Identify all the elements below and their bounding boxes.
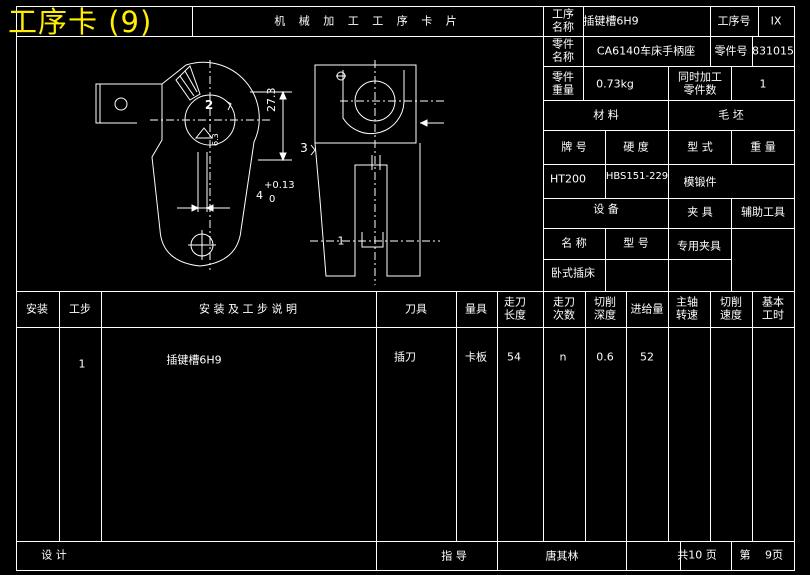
equipment-label: 设 备 xyxy=(593,202,619,216)
footer-guide-label: 指 导 xyxy=(441,549,467,563)
part-name-label: 零件名称 xyxy=(552,37,574,63)
part-no-label: 零件号 xyxy=(714,44,748,58)
table-grid xyxy=(16,6,795,571)
equipment-model-label: 型 号 xyxy=(623,236,649,250)
dim-tol-lower: 0 xyxy=(269,194,276,205)
blank-label: 毛 坯 xyxy=(718,108,744,122)
table-row-cut-depth: 0.6 xyxy=(596,350,614,364)
footer-total-pages: 共10 页 xyxy=(677,548,717,562)
col-header-gauge: 量具 xyxy=(465,302,487,316)
col-header-stroke-length: 走刀长度 xyxy=(504,295,526,321)
drawing-label-3: 3 xyxy=(300,141,308,155)
hardness-label: 硬 度 xyxy=(623,140,649,154)
process-no-label: 工序号 xyxy=(717,14,751,28)
roughness-value: 6.3 xyxy=(211,133,220,146)
fixture-value: 辅助工具 xyxy=(741,205,785,219)
process-no-value: IX xyxy=(770,14,782,28)
grade-value: HT200 xyxy=(550,172,586,186)
drawing-label-2: 2 xyxy=(204,98,214,112)
special-fixture: 专用夹具 xyxy=(677,239,721,253)
part-no-value: 831015 xyxy=(752,44,794,58)
hardness-value: HBS151-229 xyxy=(605,171,669,182)
simul-parts-label: 同时加工零件数 xyxy=(678,70,722,96)
blank-type-value: 模锻件 xyxy=(683,175,717,189)
table-row-tool: 插刀 xyxy=(394,350,416,364)
card-title: 机 械 加 工 工 序 卡 片 xyxy=(274,14,462,28)
weight-label: 重 量 xyxy=(750,140,776,154)
table-row-feed: 52 xyxy=(640,350,654,364)
footer-design-label: 设 计 xyxy=(41,548,67,562)
col-header-description: 安 装 及 工 步 说 明 xyxy=(199,302,297,316)
equipment-name-label: 名 称 xyxy=(561,236,587,250)
process-name-value: 插键槽6H9 xyxy=(583,14,639,28)
table-row-stroke-count: n xyxy=(559,350,567,364)
col-header-spindle-speed: 主轴转速 xyxy=(676,295,698,321)
col-header-cut-depth: 切削深度 xyxy=(594,295,616,321)
dim-tol-value: 4 xyxy=(256,189,263,202)
simul-parts-value: 1 xyxy=(759,77,767,91)
footer-page-label: 第 xyxy=(739,548,751,562)
side-view-drawing xyxy=(310,60,445,285)
part-weight-label: 零件重量 xyxy=(552,70,574,96)
table-row-stroke-length: 54 xyxy=(507,350,521,364)
type-label: 型 式 xyxy=(687,140,713,154)
front-view-drawing xyxy=(95,60,292,270)
dim-height-value: 27.3 xyxy=(265,87,278,113)
dim-tol-upper: +0.13 xyxy=(264,180,295,191)
table-row-step: 1 xyxy=(78,357,86,371)
col-header-stroke-count: 走刀次数 xyxy=(553,295,575,321)
part-name-value: CA6140车床手柄座 xyxy=(596,44,696,58)
table-row-gauge: 卡板 xyxy=(465,350,487,364)
col-header-setup: 安装 xyxy=(26,302,48,316)
footer-guide-value: 唐其林 xyxy=(545,549,579,563)
process-name-label: 工序名称 xyxy=(552,7,574,33)
drawing-label-1: 1 xyxy=(337,234,345,248)
sheet-title: 工序卡 (9) xyxy=(8,5,153,39)
col-header-step: 工步 xyxy=(69,302,91,316)
col-header-base-time: 基本工时 xyxy=(762,295,784,321)
col-header-feed: 进给量 xyxy=(630,302,664,316)
col-header-tool: 刀具 xyxy=(405,302,427,316)
col-header-cut-speed: 切削速度 xyxy=(720,295,742,321)
part-weight-value: 0.73kg xyxy=(596,77,634,91)
fixture-label: 夹 具 xyxy=(687,205,713,219)
grade-label: 牌 号 xyxy=(561,140,587,154)
footer-page-value: 9页 xyxy=(765,548,783,562)
table-row-description: 插键槽6H9 xyxy=(166,353,222,367)
equipment-name-value: 卧式插床 xyxy=(551,266,595,280)
material-label: 材 料 xyxy=(593,108,619,122)
